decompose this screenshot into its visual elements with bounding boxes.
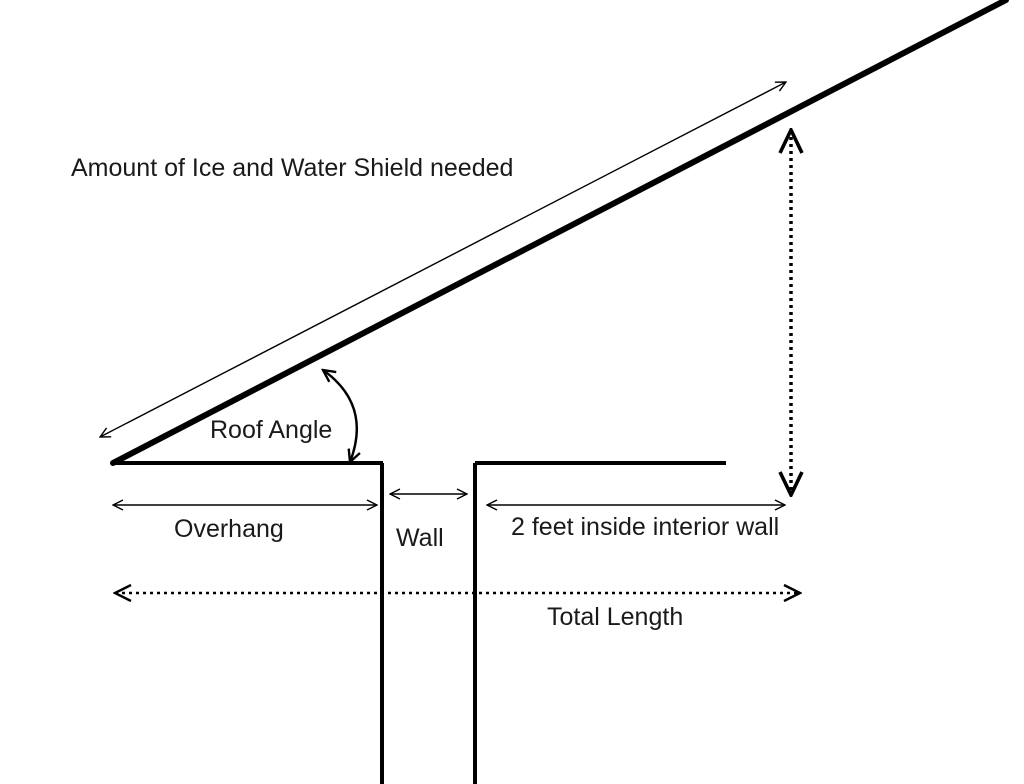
interior-label: 2 feet inside interior wall [511,513,779,541]
shield-measure-arrow [100,82,786,437]
wall-label: Wall [396,524,444,552]
roof-line [110,0,1009,466]
total-length-label: Total Length [547,603,683,631]
roof-angle-label: Roof Angle [210,416,332,444]
overhang-label: Overhang [174,515,284,543]
roof-angle-arrow [323,370,357,462]
shield-needed-label: Amount of Ice and Water Shield needed [71,154,513,182]
